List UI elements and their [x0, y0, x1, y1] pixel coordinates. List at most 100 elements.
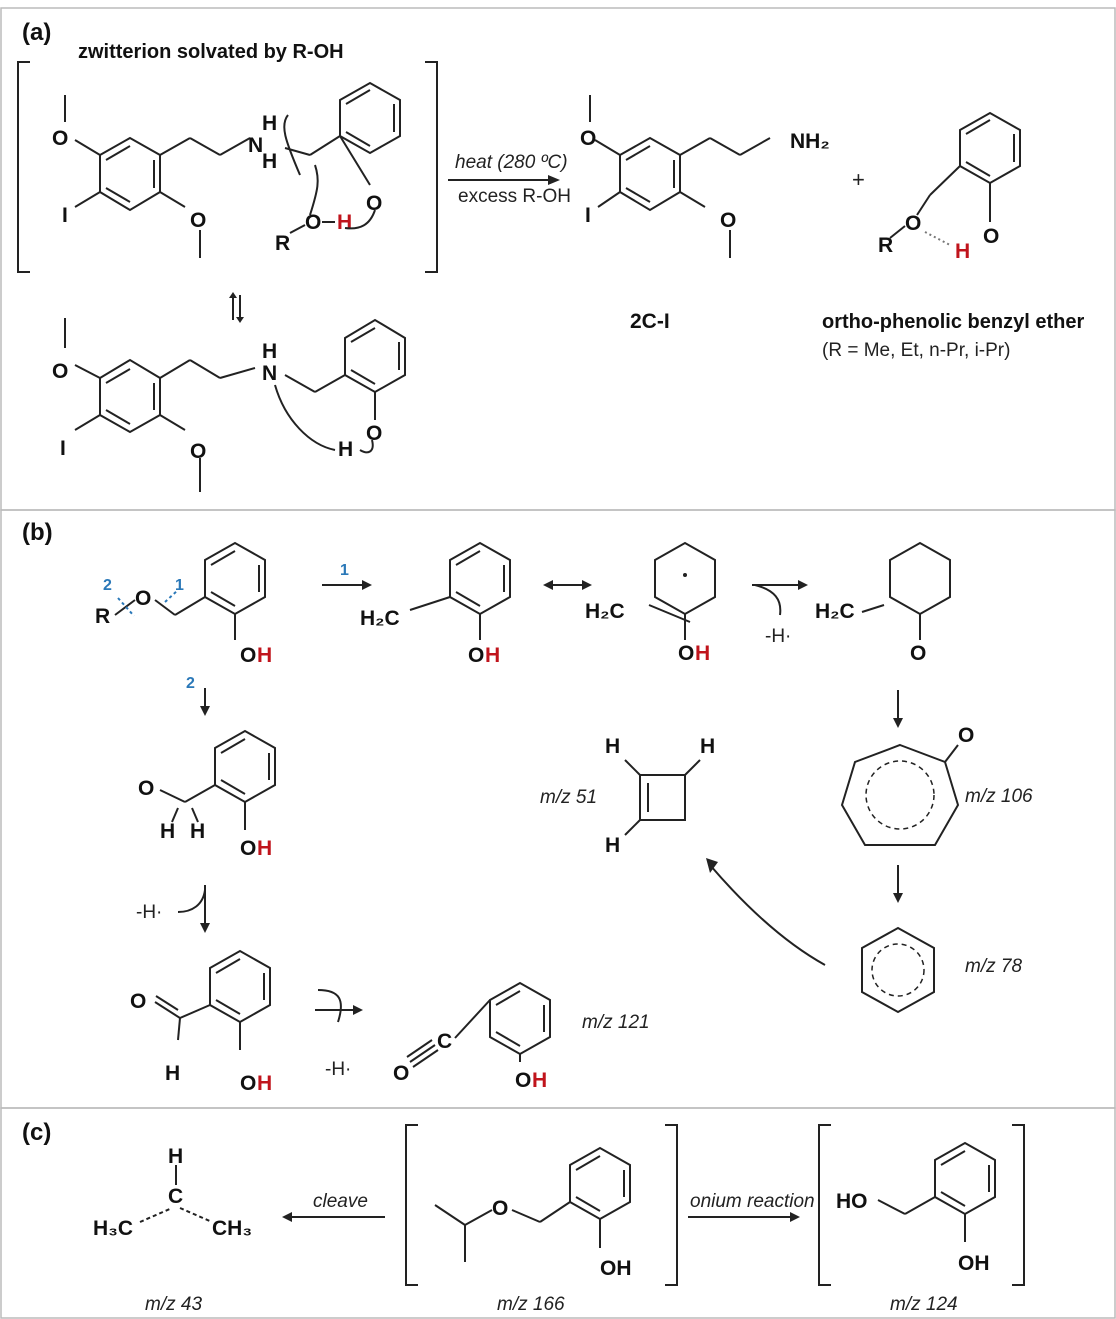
loss-h-label: -H·: [765, 626, 791, 647]
panel-a-label: (a): [22, 19, 51, 46]
atom-o: O: [138, 777, 154, 800]
mz-124: m/z 124: [890, 1294, 958, 1315]
mz-43: m/z 43: [145, 1294, 202, 1315]
equilibrium-arrow: [229, 292, 237, 298]
panel-c-frame: [0, 1107, 1116, 1319]
atom-c: C: [437, 1030, 452, 1053]
curved-arrow: [274, 384, 336, 451]
atom-h-red: H: [257, 1072, 272, 1095]
panel-b-label: (b): [22, 519, 53, 546]
panel-b-frame: [0, 509, 1116, 1109]
atom-ho: HO: [836, 1190, 868, 1213]
product-2-name: ortho-phenolic benzyl ether: [822, 311, 1084, 333]
atom-h: H: [262, 112, 277, 135]
atom-o: O: [393, 1062, 409, 1085]
atom-h3c: H₃C: [93, 1217, 133, 1240]
atom-r: R: [95, 605, 110, 628]
atom-o: O: [240, 1072, 256, 1095]
conditions-top: heat (280 ºC): [455, 152, 568, 173]
benzyl-ether-structure: [889, 111, 1021, 246]
atom-o: O: [678, 642, 694, 665]
quinone-methide-radical: [648, 541, 716, 640]
atom-h: H: [605, 735, 620, 758]
right-bracket: [1012, 1124, 1025, 1286]
benzene-cation: [861, 926, 935, 1014]
amine-structure: [64, 318, 406, 492]
right-bracket: [665, 1124, 678, 1286]
curved-arrow: [359, 439, 374, 454]
left-bracket: [818, 1124, 831, 1286]
atom-h2c: H₂C: [360, 607, 400, 630]
cleavage-site-1: 1: [175, 577, 184, 594]
benzyl-ether-start: [114, 541, 266, 640]
atom-h: H: [160, 820, 175, 843]
curved-arrow: [283, 114, 301, 176]
atom-o: O: [135, 587, 151, 610]
benzyl-alcohol: [877, 1141, 996, 1242]
atom-h2c: H₂C: [585, 600, 625, 623]
atom-i: I: [62, 204, 68, 227]
atom-o: O: [515, 1069, 531, 1092]
panel-a-title: zwitterion solvated by R-OH: [78, 41, 344, 63]
atom-h-red: H: [485, 644, 500, 667]
atom-h: H: [168, 1145, 183, 1168]
product-2ci-structure: [589, 95, 771, 258]
atom-h: H: [165, 1062, 180, 1085]
atom-n: N: [262, 362, 277, 385]
product-2-rgroups: (R = Me, Et, n-Pr, i-Pr): [822, 340, 1010, 361]
cleavage-site-2: 2: [103, 577, 112, 594]
curved-arrow: [709, 864, 826, 966]
atom-o: O: [52, 360, 68, 383]
atom-o: O: [366, 422, 382, 445]
conditions-bottom: excess R-OH: [458, 186, 571, 207]
benzyl-cation: [409, 541, 511, 640]
atom-h-red: H: [337, 211, 352, 234]
right-bracket: [425, 61, 438, 273]
atom-o: O: [910, 642, 926, 665]
tropylium-oxide: [840, 743, 960, 846]
mz-51: m/z 51: [540, 787, 597, 808]
atom-h: H: [262, 150, 277, 173]
atom-ch3: CH₃: [212, 1217, 252, 1240]
atom-o: O: [580, 127, 596, 150]
cleave-label: cleave: [313, 1191, 368, 1212]
curved-arrow: [309, 164, 319, 216]
path-1-label: 1: [340, 562, 349, 579]
loss-h-label: -H·: [136, 902, 162, 923]
atom-h: H: [700, 735, 715, 758]
panel-a-frame: [0, 7, 1116, 511]
oxonium-radical: [159, 729, 276, 830]
atom-i: I: [60, 437, 66, 460]
path-2-label: 2: [186, 675, 195, 692]
left-bracket: [17, 61, 30, 273]
atom-o: O: [130, 990, 146, 1013]
atom-o: O: [190, 440, 206, 463]
quinone-methide-cation: [861, 541, 951, 640]
acylium-ion: [406, 981, 551, 1068]
atom-oh: OH: [958, 1252, 990, 1275]
atom-h: H: [338, 438, 353, 461]
atom-oh: OH: [600, 1257, 632, 1280]
product-1-name: 2C-I: [630, 310, 670, 333]
atom-o: O: [958, 724, 974, 747]
atom-n: N: [248, 134, 263, 157]
atom-h: H: [605, 834, 620, 857]
atom-o: O: [305, 211, 321, 234]
arrowhead: [548, 175, 560, 185]
atom-o: O: [366, 192, 382, 215]
curved-arrow: [344, 209, 376, 230]
mz-106: m/z 106: [965, 786, 1033, 807]
atom-r: R: [878, 234, 893, 257]
equilibrium-arrow: [236, 317, 244, 323]
atom-o: O: [905, 212, 921, 235]
left-bracket: [405, 1124, 418, 1286]
atom-h-red: H: [257, 837, 272, 860]
atom-o: O: [190, 209, 206, 232]
atom-i: I: [585, 204, 591, 227]
atom-nh2: NH₂: [790, 130, 830, 153]
salicylaldehyde-cation: [154, 949, 271, 1050]
panel-c-label: (c): [22, 1119, 51, 1146]
plus-sign: +: [852, 167, 865, 192]
zwitterion-structure: [64, 81, 401, 258]
